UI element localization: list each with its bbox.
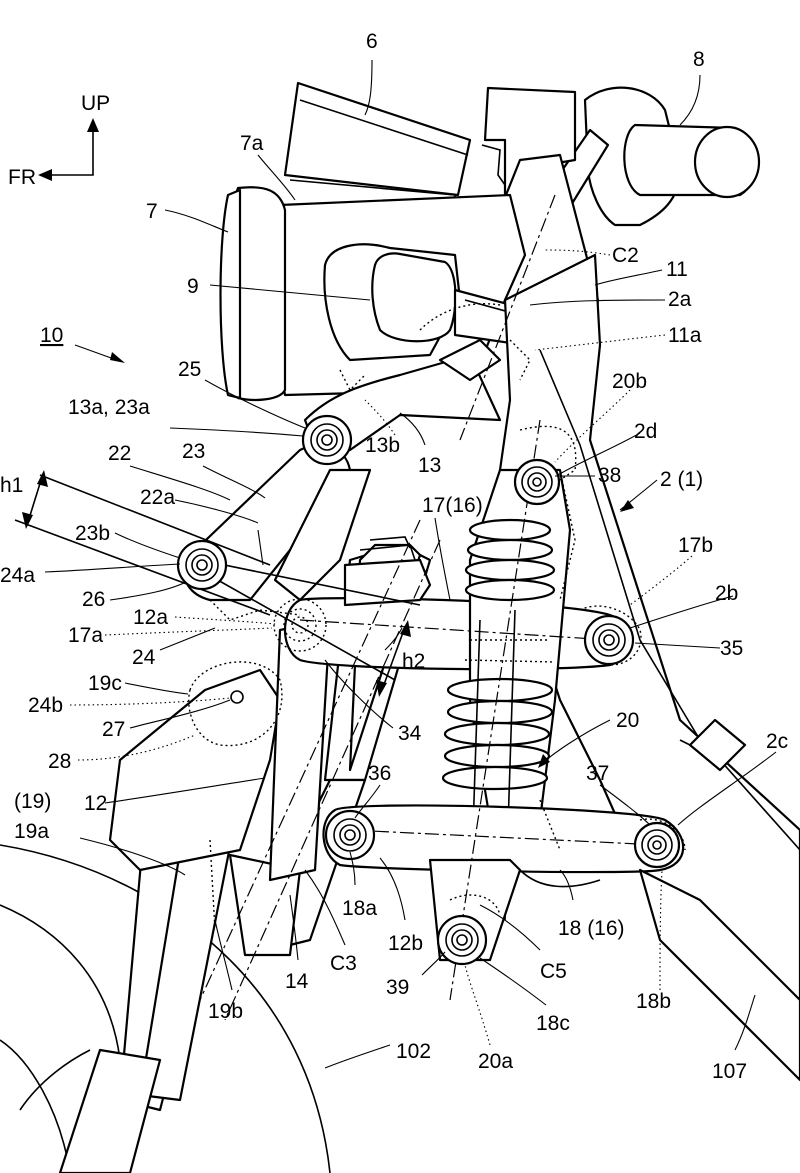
label-26: 26 xyxy=(82,588,105,611)
label-13a23a: 13a, 23a xyxy=(68,396,150,419)
meter-6 xyxy=(283,81,472,205)
label-19a: 19a xyxy=(14,820,49,843)
bolt-36 xyxy=(324,809,376,861)
front-label: FR xyxy=(8,166,36,189)
label-6: 6 xyxy=(366,30,378,53)
label-20: 20 xyxy=(616,709,639,732)
label-23b: 23b xyxy=(75,522,110,545)
label-20a: 20a xyxy=(478,1050,513,1073)
hidden-outlines xyxy=(188,303,686,931)
upper-link-arm-17 xyxy=(283,597,634,671)
label-24a: 24a xyxy=(0,564,35,587)
damper-cylinder-34 xyxy=(343,536,432,607)
label-18a: 18a xyxy=(342,897,377,920)
label-17a: 17a xyxy=(68,624,103,647)
label-h2: h2 xyxy=(402,650,425,673)
label-39: 39 xyxy=(386,976,409,999)
bolt-37 xyxy=(633,821,681,869)
bolt-39 xyxy=(436,914,488,966)
leader-lines xyxy=(44,59,777,1069)
label-8: 8 xyxy=(693,48,705,71)
label-22: 22 xyxy=(108,442,131,465)
label-7: 7 xyxy=(146,200,158,223)
label-34: 34 xyxy=(398,722,422,745)
label-107: 107 xyxy=(712,1060,747,1083)
label-22a: 22a xyxy=(140,486,175,509)
label-36: 36 xyxy=(368,762,391,785)
label-17b: 17b xyxy=(678,534,713,557)
label-18b: 18b xyxy=(636,990,671,1013)
bolt-35 xyxy=(583,614,635,666)
label-38: 38 xyxy=(598,464,621,487)
lower-link-arm-18 xyxy=(322,804,685,962)
label-25: 25 xyxy=(178,358,201,381)
label-11a: 11a xyxy=(668,324,702,347)
label-12a: 12a xyxy=(133,606,168,629)
label-28: 28 xyxy=(48,750,71,773)
label-37: 37 xyxy=(586,762,609,785)
label-27: 27 xyxy=(102,718,125,741)
label-2d: 2d xyxy=(634,420,657,443)
label-19b: 19b xyxy=(208,1000,243,1023)
label-19-paren: (19) xyxy=(14,790,51,813)
label-18-16: 18 (16) xyxy=(558,917,625,940)
label-2b: 2b xyxy=(715,582,738,605)
label-11: 11 xyxy=(666,258,688,281)
label-19c: 19c xyxy=(88,672,122,695)
callout-labels: UP FR 6 8 7a 7 C2 11 9 2a 11a 10 25 20b … xyxy=(0,30,788,1083)
handlebar-grip-8 xyxy=(543,86,761,227)
label-2a: 2a xyxy=(668,288,692,311)
dimension-h1 xyxy=(22,470,48,529)
shock-absorber-20 xyxy=(441,468,572,921)
label-h1: h1 xyxy=(0,474,23,497)
label-13b: 13b xyxy=(365,434,400,457)
label-12: 12 xyxy=(84,792,107,815)
bolt-27 xyxy=(230,690,244,704)
label-24: 24 xyxy=(132,646,156,669)
up-label: UP xyxy=(81,92,110,115)
label-9: 9 xyxy=(187,275,199,298)
label-C3: C3 xyxy=(330,952,357,975)
bolt-26 xyxy=(176,539,228,591)
upper-arm-13 xyxy=(303,338,502,462)
label-24b: 24b xyxy=(28,694,63,717)
label-14: 14 xyxy=(285,970,309,993)
label-C5: C5 xyxy=(540,960,567,983)
callout-arrows xyxy=(110,352,634,768)
label-102: 102 xyxy=(396,1040,431,1063)
label-12b: 12b xyxy=(388,932,423,955)
center-lines xyxy=(14,194,661,1021)
label-13: 13 xyxy=(418,454,441,477)
bolt-12a-hidden xyxy=(273,598,327,652)
bolt-38 xyxy=(513,458,561,506)
label-23: 23 xyxy=(182,440,205,463)
fork-leg-19 xyxy=(58,668,282,1173)
pivot-bolts xyxy=(176,414,681,966)
label-C2: C2 xyxy=(612,244,639,267)
label-2c: 2c xyxy=(766,730,788,753)
label-17-16: 17(16) xyxy=(422,494,483,517)
label-2-1: 2 (1) xyxy=(660,468,703,491)
spring-coils xyxy=(441,518,556,791)
dimension-h2 xyxy=(376,620,411,697)
label-18c: 18c xyxy=(536,1012,570,1035)
label-7a: 7a xyxy=(240,132,264,155)
label-35: 35 xyxy=(720,637,743,660)
label-20b: 20b xyxy=(612,370,647,393)
bolt-25 xyxy=(301,414,353,466)
label-10: 10 xyxy=(40,324,63,347)
direction-indicator xyxy=(38,118,99,181)
